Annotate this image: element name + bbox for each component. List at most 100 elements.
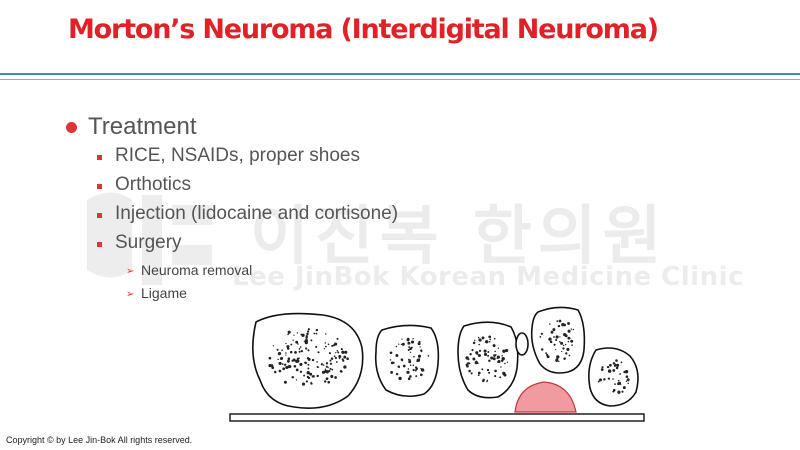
- stipple-dot: [555, 339, 558, 341]
- stipple-dot: [617, 382, 621, 386]
- stipple-dot: [286, 359, 290, 363]
- stipple-dot: [333, 355, 336, 358]
- stipple-dot: [390, 371, 393, 374]
- stipple-dot: [565, 352, 568, 355]
- stipple-dot: [300, 349, 304, 353]
- stipple-dot: [413, 355, 415, 358]
- stipple-dot: [327, 366, 329, 369]
- stipple-dot: [614, 363, 617, 365]
- stipple-dot: [410, 340, 415, 344]
- stipple-dot: [561, 350, 563, 353]
- stipple-dot: [481, 368, 484, 371]
- stipple-dot: [504, 362, 506, 365]
- stipple-dot: [556, 320, 559, 322]
- stipple-dot: [299, 362, 303, 366]
- square-bullet-icon: [97, 184, 102, 189]
- stipple-dot: [325, 362, 329, 365]
- stipple-dot: [271, 364, 273, 366]
- stipple-dot: [317, 351, 320, 354]
- stipple-dot: [620, 361, 623, 364]
- stipple-dot: [400, 343, 403, 346]
- stipple-dot: [471, 349, 474, 352]
- stipple-dot: [501, 359, 504, 362]
- stipple-dot: [564, 343, 567, 346]
- stipple-dot: [567, 329, 571, 333]
- list-item: RICE, NSAIDs, proper shoes: [115, 145, 360, 166]
- stipple-dot: [500, 366, 502, 368]
- list-item: Surgery: [115, 232, 182, 253]
- stipple-dot: [312, 375, 315, 378]
- stipple-dot: [497, 359, 501, 364]
- list-item: Orthotics: [115, 174, 192, 195]
- stipple-dot: [603, 378, 606, 381]
- stipple-dot: [306, 375, 310, 379]
- stipple-dot: [328, 352, 331, 355]
- stipple-dot: [497, 347, 500, 349]
- stipple-dot: [324, 342, 327, 344]
- copyright-notice: Copyright © by Lee Jin-Bok All rights re…: [6, 435, 193, 445]
- stipple-dot: [569, 337, 571, 339]
- stipple-dot: [560, 341, 564, 345]
- stipple-dot: [624, 370, 629, 374]
- stipple-dot: [469, 353, 472, 356]
- stipple-dot: [295, 379, 298, 381]
- stipple-dot: [474, 339, 476, 341]
- stipple-dot: [305, 335, 308, 338]
- stipple-dot: [277, 358, 279, 361]
- stipple-dot: [599, 378, 602, 382]
- stipple-dot: [427, 355, 430, 357]
- heading-treatment: Treatment: [88, 113, 197, 140]
- stipple-dot: [483, 349, 487, 353]
- stipple-dot: [477, 336, 480, 339]
- stipple-dot: [562, 344, 565, 347]
- stipple-dot: [553, 336, 555, 338]
- stipple-dot: [617, 390, 620, 393]
- stipple-dot: [334, 342, 338, 346]
- stipple-dot: [295, 340, 299, 344]
- stipple-dot: [417, 354, 422, 358]
- stipple-dot: [335, 361, 338, 363]
- stipple-dot: [323, 347, 326, 350]
- stipple-dot: [492, 344, 496, 348]
- circle-bullet-icon: [66, 122, 77, 133]
- stipple-dot: [324, 368, 327, 370]
- stipple-dot: [390, 361, 394, 365]
- stipple-dot: [268, 364, 272, 368]
- stipple-dot: [481, 336, 485, 340]
- stipple-dot: [539, 335, 542, 338]
- stipple-dot: [273, 370, 277, 374]
- stipple-dot: [470, 372, 473, 375]
- stipple-dot: [488, 371, 491, 374]
- stipple-dot: [395, 345, 398, 348]
- stipple-dot: [612, 362, 616, 365]
- stipple-dot: [612, 378, 614, 380]
- stipple-dot: [341, 350, 345, 354]
- stipple-dot: [406, 337, 410, 341]
- stipple-dot: [568, 354, 571, 357]
- plate: [229, 413, 645, 422]
- stipple-dot: [271, 366, 275, 370]
- stipple-dot: [478, 349, 482, 352]
- stipple-dot: [336, 349, 339, 352]
- stipple-dot: [540, 332, 543, 335]
- stipple-dot: [486, 380, 488, 383]
- stipple-dot: [283, 380, 287, 384]
- stipple-dot: [310, 339, 313, 342]
- stipple-dot: [625, 375, 629, 378]
- stipple-dot: [329, 359, 332, 362]
- stipple-dot: [303, 340, 306, 342]
- stipple-dot: [485, 340, 489, 344]
- stipple-dot: [563, 357, 566, 360]
- stipple-dot: [310, 382, 313, 385]
- arrow-bullet-icon: ➢: [126, 266, 135, 277]
- stipple-dot: [331, 344, 334, 347]
- stipple-dot: [466, 364, 469, 368]
- stipple-dot: [407, 377, 411, 380]
- stipple-dot: [304, 361, 306, 364]
- nerve-cross-section: [515, 332, 529, 356]
- stipple-dot: [296, 359, 300, 363]
- stipple-dot: [280, 357, 283, 360]
- stipple-dot: [545, 352, 547, 354]
- stipple-dot: [472, 357, 476, 361]
